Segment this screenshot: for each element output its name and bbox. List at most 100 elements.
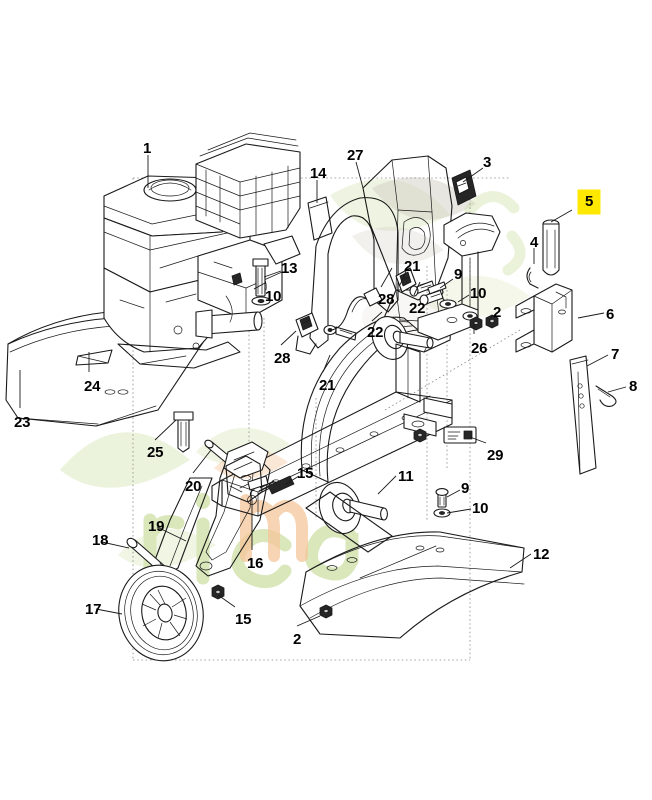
callout-number-4: 4	[530, 234, 539, 251]
leader-line-12	[509, 553, 532, 569]
leader-line-9	[446, 489, 461, 498]
callout-number-20: 20	[185, 478, 202, 495]
part-10-washer-b	[439, 299, 457, 309]
callout-number-10: 10	[472, 500, 489, 517]
callout-number-10: 10	[470, 285, 487, 302]
callout-number-17: 17	[85, 601, 102, 618]
part-5-hitch-pin	[542, 219, 560, 276]
part-21-screw-b	[427, 281, 447, 295]
callout-number-21: 21	[404, 258, 421, 275]
leader-line-8	[607, 386, 627, 393]
leader-line-15	[217, 594, 236, 608]
part-3-decal-label	[451, 169, 477, 206]
leader-line-17	[95, 608, 123, 615]
part-28-cable-bracket-a	[395, 267, 417, 293]
callout-number-23: 23	[14, 414, 31, 431]
part-2-nut-c	[319, 604, 333, 619]
leader-line-28	[380, 267, 393, 288]
leader-line-22	[371, 311, 383, 322]
callout-leader-lines	[19, 155, 627, 627]
part-4-hairpin-clip	[526, 267, 539, 289]
leader-line-7	[586, 354, 609, 367]
leader-line-21	[399, 270, 407, 286]
leader-line-22	[413, 281, 421, 296]
leader-line-29	[469, 436, 487, 444]
leader-line-9	[439, 278, 454, 289]
part-17-transport-wheel	[118, 564, 204, 662]
callout-number-19: 19	[148, 518, 165, 535]
part-27-handle-upright	[309, 155, 501, 353]
leader-line-11	[377, 475, 397, 495]
callout-number-15: 15	[235, 611, 252, 628]
callout-number-27: 27	[347, 147, 364, 164]
leader-line-6	[577, 312, 605, 319]
part-cable-run	[329, 287, 383, 331]
callout-number-22: 22	[367, 324, 384, 341]
callout-number-2: 2	[293, 631, 302, 648]
leader-line-3	[462, 167, 484, 183]
callout-number-7: 7	[611, 346, 620, 363]
part-8-hairpin-cotter-pin	[595, 385, 617, 407]
callout-number-16: 16	[247, 555, 264, 572]
part-6-mounting-bracket	[515, 283, 573, 353]
callout-number-2: 2	[493, 304, 502, 321]
part-10-washer-a	[251, 296, 271, 306]
part-15-lock-nut-a	[211, 584, 225, 600]
leader-line-20	[192, 449, 212, 474]
part-29-serial-label	[443, 426, 477, 444]
part-9-bolt-a	[419, 289, 444, 306]
part-2-nut-b	[413, 428, 427, 443]
leader-line-25	[154, 419, 177, 441]
callout-number-3: 3	[483, 154, 492, 171]
part-19-wheel-support-arm	[151, 441, 271, 579]
leader-line-10	[457, 294, 470, 303]
leader-line-10	[253, 282, 266, 290]
callout-number-18: 18	[92, 532, 109, 549]
leader-line-5	[550, 209, 573, 223]
callout-number-26: 26	[471, 340, 488, 357]
leader-line-28	[280, 330, 297, 346]
callout-number-21: 21	[319, 377, 336, 394]
part-14-spacer-plate	[307, 196, 333, 241]
callout-number-11: 11	[398, 468, 414, 485]
leader-line-15	[285, 475, 300, 485]
callout-number-9: 9	[461, 480, 470, 497]
callout-number-13: 13	[281, 260, 298, 277]
callout-number-28: 28	[274, 350, 291, 367]
callout-number-8: 8	[629, 378, 638, 395]
part-12-right-shield-guard	[299, 531, 525, 639]
callout-number-12: 12	[533, 546, 550, 563]
frame-mount-plate	[225, 455, 263, 503]
callout-number-10: 10	[265, 288, 282, 305]
leader-line-10	[446, 508, 472, 514]
part-9-bolt-b	[435, 488, 449, 508]
leader-line-13	[263, 270, 282, 278]
callout-number-22: 22	[409, 300, 426, 317]
part-25-hex-bolt	[173, 411, 194, 453]
callout-number-9: 9	[454, 266, 463, 283]
callout-number-25: 25	[147, 444, 164, 461]
part-28-cable-bracket-b	[295, 312, 319, 355]
callout-number-5[interactable]: 5	[578, 190, 601, 214]
leader-line-27	[355, 161, 364, 189]
part-13-bolt	[252, 258, 269, 297]
part-2-nut-a	[485, 314, 499, 329]
callout-number-24: 24	[84, 378, 101, 395]
callout-number-1: 1	[143, 140, 152, 157]
callout-number-29: 29	[487, 447, 504, 464]
part-10-washer-c	[433, 508, 451, 518]
leader-line-2	[488, 314, 494, 323]
callout-number-6: 6	[606, 306, 615, 323]
part-7-depth-stake	[569, 355, 597, 475]
callout-number-28: 28	[378, 291, 395, 308]
callout-number-15: 15	[297, 465, 314, 482]
part-24-shield-tab	[75, 349, 113, 366]
leader-line-2	[296, 615, 321, 627]
leader-line-18	[101, 541, 130, 549]
part-11-tine-shaft-frame	[211, 316, 453, 553]
callout-number-14: 14	[310, 165, 327, 182]
leader-line-19	[156, 526, 187, 542]
part-1-engine-assembly	[103, 132, 301, 369]
